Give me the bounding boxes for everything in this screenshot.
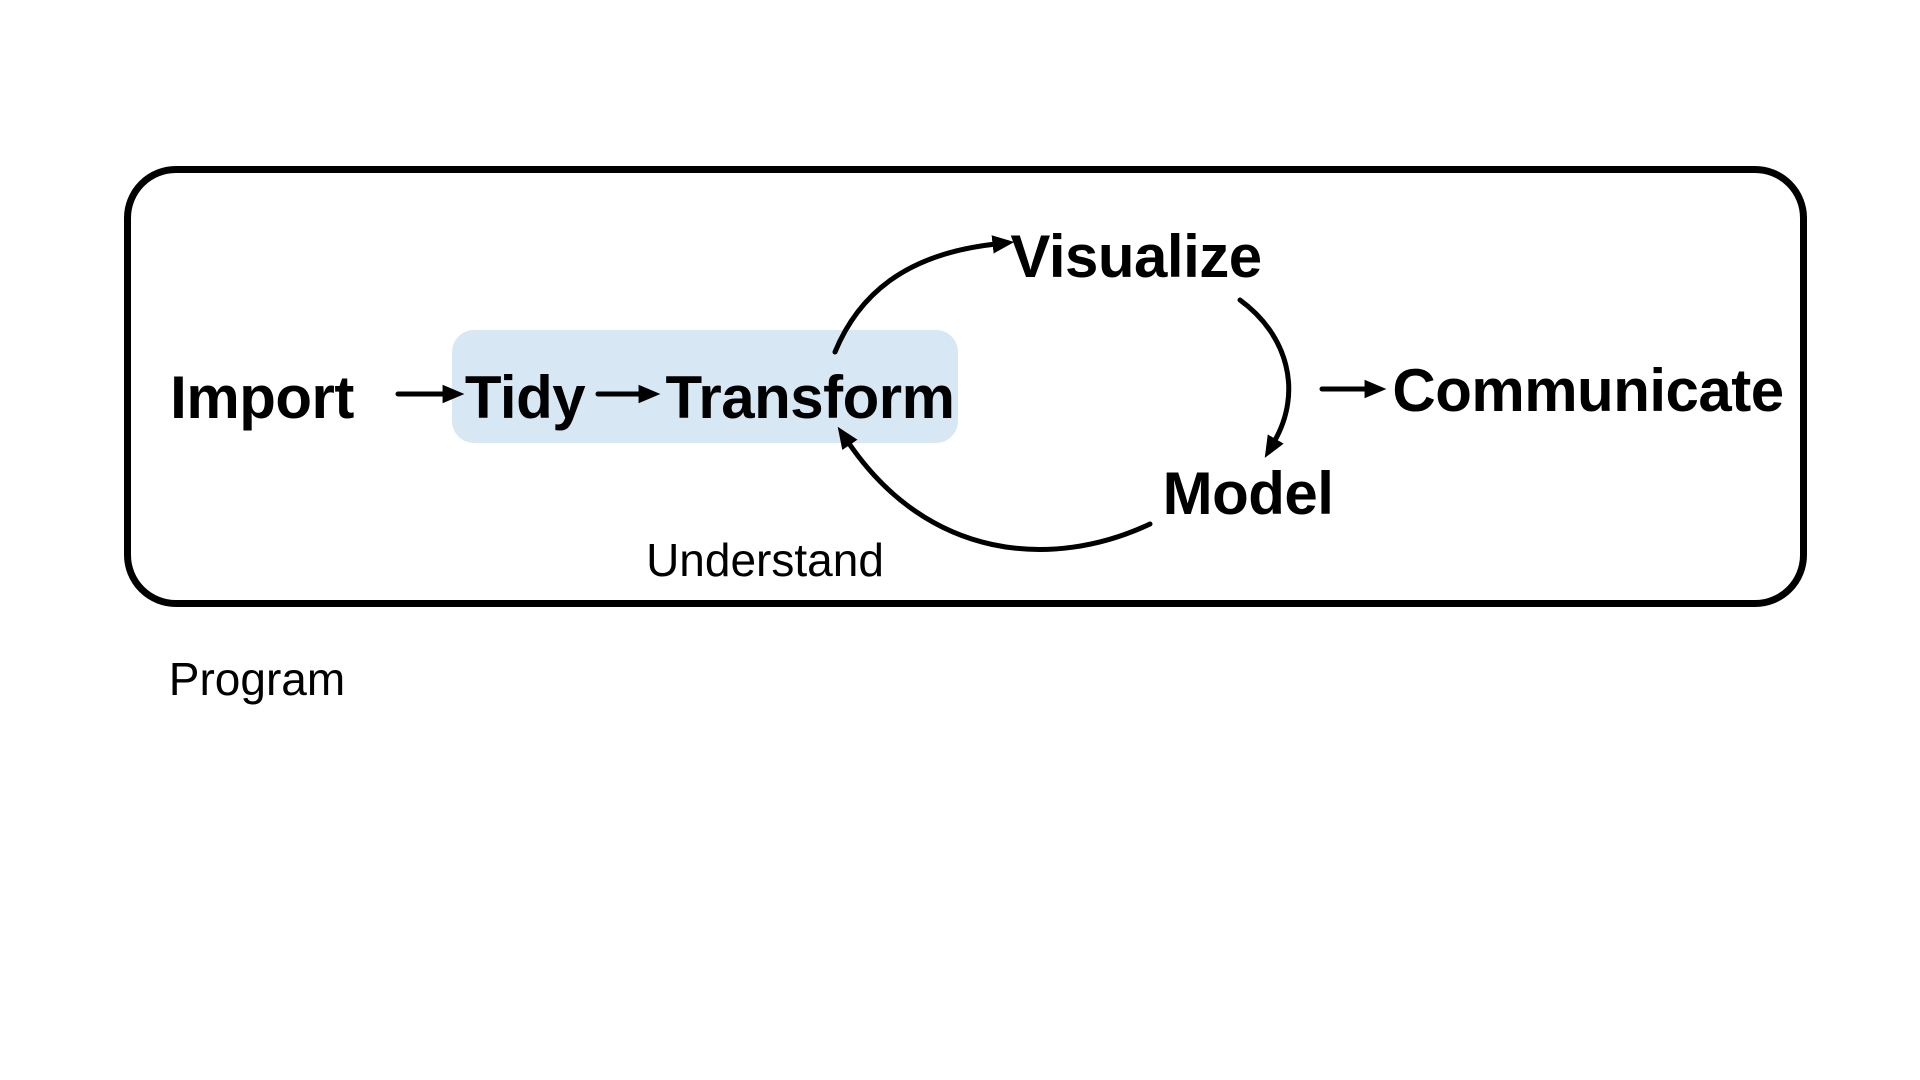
program-boundary-frame (124, 166, 1807, 607)
node-tidy: Tidy (464, 364, 586, 431)
program-phase-label: Program (168, 653, 346, 705)
node-transform: Transform (665, 364, 955, 431)
node-visualize: Visualize (1010, 223, 1262, 290)
node-model: Model (1162, 460, 1334, 527)
understand-phase-label: Understand (646, 534, 884, 586)
node-communicate: Communicate (1392, 357, 1784, 424)
node-import: Import (170, 364, 354, 431)
